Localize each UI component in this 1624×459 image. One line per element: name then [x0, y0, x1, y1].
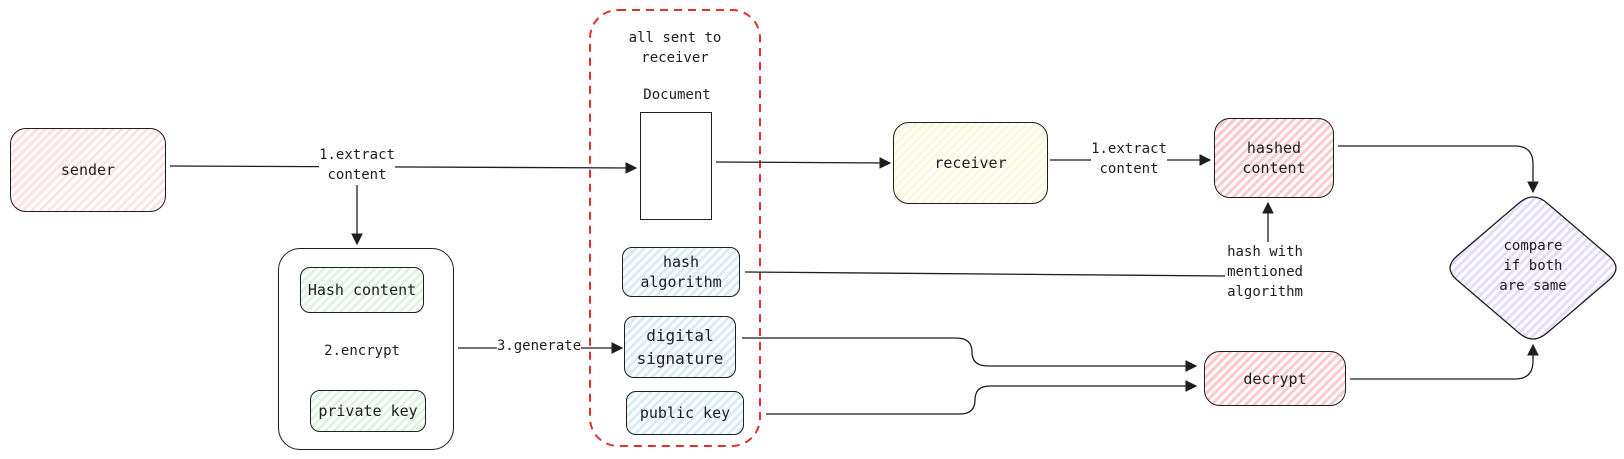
public-key-node: public key	[626, 391, 744, 435]
digital-signature-node: digital signature	[624, 316, 736, 378]
private-key-node: private key	[310, 390, 426, 432]
edge-hashed-to-compare	[1338, 145, 1539, 194]
document-icon	[640, 112, 712, 220]
edge-decrypt-to-compare	[1350, 343, 1539, 380]
edge-signature-to-decrypt	[742, 337, 1198, 372]
sent-to-receiver-container	[589, 9, 761, 447]
hashed-content-node: hashed content	[1214, 118, 1334, 198]
edge-label-encrypt: 2.encrypt	[324, 341, 400, 361]
edge-label-extract-content-receiver: 1.extract content	[1091, 139, 1167, 179]
container-label: all sent to receiver	[628, 30, 722, 66]
receiver-node: receiver	[893, 122, 1048, 204]
compare-label: compare if both are same	[1499, 238, 1567, 294]
edge-document-to-receiver	[715, 157, 892, 169]
edge-public-key-to-decrypt	[766, 380, 1198, 415]
hash-algorithm-node: hash algorithm	[622, 247, 740, 297]
edge-hash-algorithm-line	[744, 271, 1226, 277]
edge-sender-to-document	[169, 162, 638, 174]
edge-label-extract-content-sender: 1.extract content	[319, 145, 395, 185]
compare-diamond	[1449, 196, 1617, 340]
edge-label-hash-with-algorithm: hash with mentioned algorithm	[1227, 242, 1303, 302]
hash-content-node: Hash content	[300, 267, 424, 313]
document-label: Document	[643, 87, 711, 103]
decrypt-node: decrypt	[1204, 351, 1346, 406]
sender-node: sender	[10, 128, 166, 212]
edge-label-generate: 3.generate	[496, 336, 582, 356]
